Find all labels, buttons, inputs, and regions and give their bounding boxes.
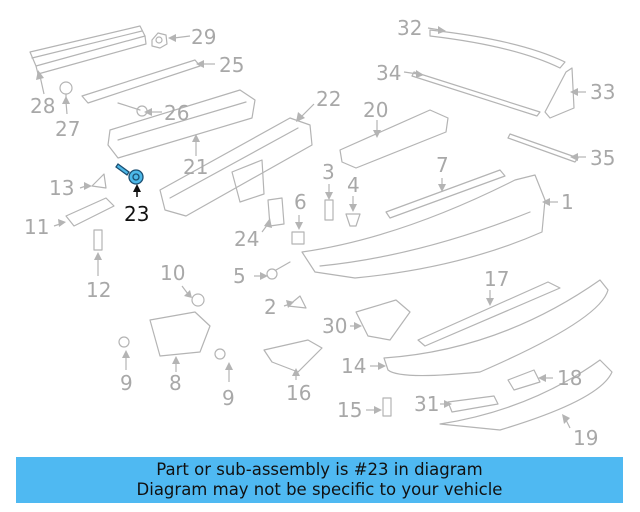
- part-23-bolt-highlighted: [115, 163, 144, 185]
- callout-16: 16: [286, 381, 311, 405]
- callout-35: 35: [590, 146, 615, 170]
- part-15-bolt: [382, 397, 392, 417]
- callout-27: 27: [55, 117, 80, 141]
- callout-9-left: 9: [120, 371, 133, 395]
- part-21-absorber: [107, 89, 256, 159]
- callout-33: 33: [590, 80, 615, 104]
- callout-25: 25: [219, 53, 244, 77]
- part-9-bolt-right: [214, 348, 226, 360]
- part-6-clip: [291, 231, 305, 245]
- callout-9-right: 9: [222, 386, 235, 410]
- callout-15: 15: [337, 398, 362, 422]
- part-26-bolt: [117, 102, 148, 117]
- part-30-bracket: [355, 299, 411, 341]
- part-20-bracket: [339, 109, 449, 169]
- part-5-bolt: [266, 261, 291, 280]
- part-17-strip: [417, 281, 561, 347]
- callout-5: 5: [233, 264, 246, 288]
- part-29-nut: [151, 32, 168, 49]
- part-3-bolt: [324, 199, 334, 221]
- callout-21: 21: [183, 155, 208, 179]
- part-33-bracket: [544, 67, 575, 119]
- info-banner: Part or sub-assembly is #23 in diagram D…: [16, 457, 623, 503]
- parts-diagram: 29 25 26 21 22 20 32 34 33 35 7 1 3 4 6 …: [24, 16, 615, 450]
- callout-4: 4: [347, 173, 360, 197]
- callout-18: 18: [557, 366, 582, 390]
- part-19-skid: [439, 359, 613, 431]
- callout-2: 2: [264, 295, 277, 319]
- callout-12: 12: [86, 278, 111, 302]
- callout-31: 31: [414, 392, 439, 416]
- part-13-clip: [91, 173, 107, 189]
- callout-13: 13: [49, 176, 74, 200]
- part-32-trim: [429, 29, 566, 69]
- part-31-bracket: [447, 395, 499, 413]
- callout-30: 30: [322, 314, 347, 338]
- part-8-bracket: [149, 311, 211, 357]
- leaders: [36, 26, 586, 429]
- callout-24: 24: [234, 227, 259, 251]
- callout-8: 8: [169, 371, 182, 395]
- banner-line-1: Part or sub-assembly is #23 in diagram: [156, 460, 483, 479]
- callout-32: 32: [397, 16, 422, 40]
- part-9-bolt-left: [118, 336, 130, 348]
- part-24-clip: [267, 197, 285, 227]
- callout-29: 29: [191, 25, 216, 49]
- callout-34: 34: [376, 61, 401, 85]
- part-18-reflector: [507, 369, 541, 391]
- part-35-strip: [507, 133, 579, 163]
- callout-1: 1: [561, 190, 574, 214]
- part-14-lower: [383, 279, 609, 377]
- banner-line-2: Diagram may not be specific to your vehi…: [136, 480, 503, 499]
- part-22-reinforcement: [159, 117, 313, 217]
- part-7-garnish: [385, 169, 506, 219]
- part-12-bolt: [93, 229, 103, 251]
- callout-6: 6: [294, 190, 307, 214]
- part-28-rear-panel: [29, 25, 147, 75]
- callout-20: 20: [363, 98, 388, 122]
- callout-19: 19: [573, 426, 598, 450]
- callout-7: 7: [436, 153, 449, 177]
- callout-23-highlighted: 23: [124, 202, 149, 226]
- callout-22: 22: [316, 87, 341, 111]
- part-10-clip: [191, 293, 205, 307]
- part-34-strip: [411, 71, 541, 117]
- part-16-bracket: [263, 339, 323, 373]
- part-4-clip: [345, 213, 361, 227]
- callout-3: 3: [322, 160, 335, 184]
- callout-26: 26: [164, 101, 189, 125]
- part-2-clip: [287, 295, 307, 309]
- part-1-bumper-cover: [301, 174, 546, 279]
- callout-11: 11: [24, 215, 49, 239]
- part-25-strip: [81, 59, 201, 104]
- callout-10: 10: [160, 261, 185, 285]
- part-11-bracket: [65, 197, 115, 227]
- callout-labels: 29 25 26 21 22 20 32 34 33 35 7 1 3 4 6 …: [24, 16, 615, 450]
- callout-14: 14: [341, 354, 366, 378]
- callout-28: 28: [30, 94, 55, 118]
- callout-17: 17: [484, 267, 509, 291]
